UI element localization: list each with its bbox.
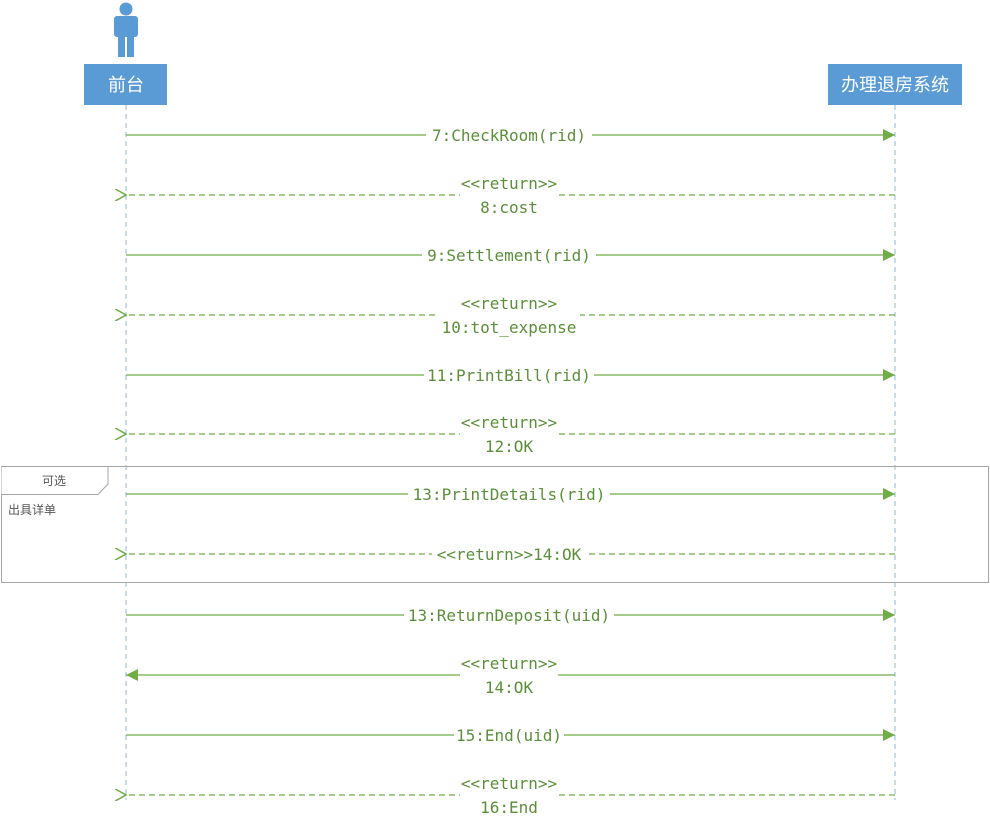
message-7-checkroom[interactable]: 7:CheckRoom(rid) <box>126 124 895 146</box>
participant-right-label: 办理退房系统 <box>841 75 949 96</box>
message-stereotype: <<return>> <box>461 174 557 193</box>
message-label: 15:End(uid) <box>456 726 562 745</box>
participant-left-label: 前台 <box>108 75 144 96</box>
message-stereotype: <<return>> <box>461 774 557 793</box>
opt-fragment: 可选 出具详单 <box>1 466 989 583</box>
message-10-return-tot-expense[interactable]: <<return>> 10:tot_expense <box>126 294 895 337</box>
message-14-return-ok-inline[interactable]: <<return>>14:OK <box>126 543 895 565</box>
message-label: 13:ReturnDeposit(uid) <box>408 606 610 625</box>
participant-left[interactable]: 前台 <box>84 64 167 105</box>
message-label: 9:Settlement(rid) <box>427 246 591 265</box>
message-stereotype: <<return>> <box>461 413 557 432</box>
fragment-operator: 可选 <box>42 474 66 488</box>
message-label: 8:cost <box>480 198 538 217</box>
message-15-end[interactable]: 15:End(uid) <box>126 724 895 746</box>
message-stereotype: <<return>> <box>461 654 557 673</box>
message-label: 16:End <box>480 798 538 817</box>
message-label: 7:CheckRoom(rid) <box>432 126 586 145</box>
message-13-printdetails[interactable]: 13:PrintDetails(rid) <box>126 483 895 505</box>
message-label: 10:tot_expense <box>442 318 577 337</box>
message-9-settlement[interactable]: 9:Settlement(rid) <box>126 244 895 266</box>
person-icon <box>114 2 138 57</box>
fragment-guard: 出具详单 <box>8 502 56 517</box>
message-11-printbill[interactable]: 11:PrintBill(rid) <box>126 364 895 386</box>
participant-right[interactable]: 办理退房系统 <box>828 64 962 105</box>
message-label: 13:PrintDetails(rid) <box>413 485 606 504</box>
message-label: 14:OK <box>485 678 534 697</box>
message-13-returndeposit[interactable]: 13:ReturnDeposit(uid) <box>126 604 895 626</box>
message-label: 11:PrintBill(rid) <box>427 366 591 385</box>
message-stereotype: <<return>> <box>461 294 557 313</box>
message-label: <<return>>14:OK <box>437 545 582 564</box>
message-14-return-ok-solid[interactable]: <<return>> 14:OK <box>126 654 895 697</box>
message-16-return-end[interactable]: <<return>> 16:End <box>126 774 895 817</box>
message-12-return-ok[interactable]: <<return>> 12:OK <box>126 413 895 456</box>
message-8-return-cost[interactable]: <<return>> 8:cost <box>126 174 895 217</box>
message-label: 12:OK <box>485 437 534 456</box>
